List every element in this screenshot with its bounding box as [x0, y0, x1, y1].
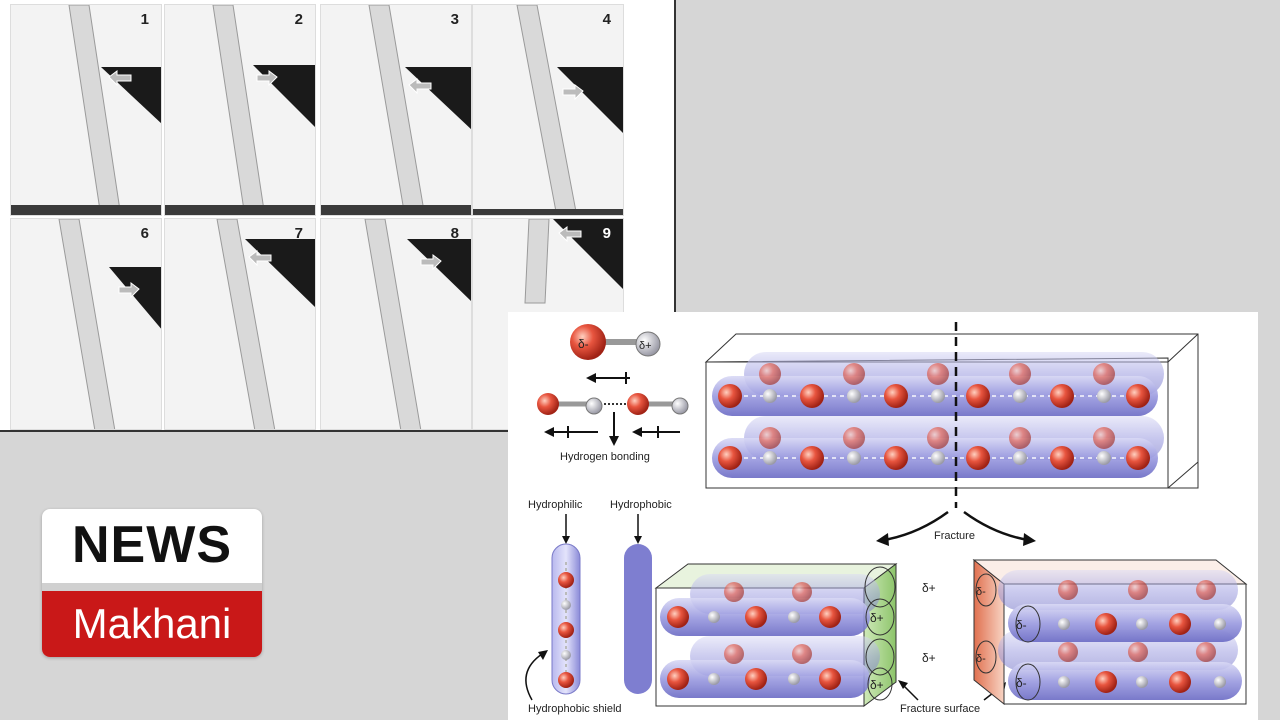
hydrophilic-rod-icon	[551, 514, 581, 695]
force-arrows-icon	[544, 412, 680, 446]
frame-4-image	[473, 5, 623, 215]
frame-7-image	[216, 219, 315, 429]
logo-news-text: NEWS	[72, 516, 232, 574]
fracture-surface-label: Fracture surface	[900, 703, 980, 715]
frame-3: 3	[320, 4, 472, 216]
frame-1: 1	[10, 4, 162, 216]
frame-6-image	[58, 219, 161, 429]
frame-8-image	[364, 219, 471, 429]
hydrogen-bond-pair-icon	[537, 393, 689, 415]
delta-plus-label: δ+	[870, 611, 884, 625]
delta-plus-label: δ+	[870, 678, 884, 692]
shield-arrow-icon	[525, 650, 548, 701]
arrow-icon	[586, 372, 630, 384]
frame-number: 3	[450, 11, 459, 28]
molecular-fracture-diagram: δ- δ+ Hydrogen bonding	[508, 312, 1258, 720]
delta-minus-label: δ-	[578, 337, 589, 351]
delta-minus-label: δ-	[976, 586, 986, 598]
microscopy-frame-strip: 1 2 3 4 6	[0, 0, 676, 432]
frame-2-image	[165, 5, 315, 215]
logo-red-band	[42, 591, 262, 657]
hydrophobic-label: Hydrophobic	[610, 499, 672, 511]
hydrophilic-label: Hydrophilic	[528, 499, 583, 511]
delta-minus-label: δ-	[1016, 618, 1027, 632]
frame-number: 7	[294, 225, 303, 242]
fractured-half-right	[972, 558, 1248, 706]
delta-minus-label: δ-	[1016, 676, 1027, 690]
frame-4: 4	[472, 4, 624, 216]
delta-plus-label: δ+	[922, 581, 936, 595]
hydrophobic-rod-icon	[624, 514, 652, 694]
frame-number: 9	[602, 225, 611, 242]
frame-number: 6	[140, 225, 149, 242]
water-molecule-icon	[570, 324, 661, 360]
delta-minus-label: δ-	[976, 653, 986, 665]
intact-fiber-bundle	[704, 322, 1199, 508]
frame-8: 8	[320, 218, 472, 430]
frame-3-image	[321, 5, 471, 215]
delta-plus-label: δ+	[922, 651, 936, 665]
frame-number: 1	[140, 11, 149, 28]
frame-9-image	[524, 219, 623, 304]
frame-7: 7	[164, 218, 316, 430]
logo-divider	[42, 583, 262, 591]
diagram-canvas: δ- δ+ Hydrogen bonding	[525, 322, 1248, 715]
frame-2: 2	[164, 4, 316, 216]
hydrophobic-shield-label: Hydrophobic shield	[528, 703, 622, 715]
frame-6: 6	[10, 218, 162, 430]
fracture-arrows-icon	[876, 510, 1036, 546]
frame-number: 8	[450, 225, 459, 242]
logo-makhani-text: Makhani	[72, 600, 232, 647]
news-makhani-logo[interactable]: NEWS Makhani	[42, 509, 262, 657]
fractured-half-left	[654, 563, 898, 707]
frame-number: 2	[294, 11, 303, 28]
hydrogen-bonding-label: Hydrogen bonding	[560, 451, 650, 463]
frame-number: 4	[602, 11, 611, 28]
frame-1-image	[11, 5, 161, 215]
fracture-label: Fracture	[934, 530, 975, 542]
delta-plus-label: δ+	[639, 340, 652, 352]
